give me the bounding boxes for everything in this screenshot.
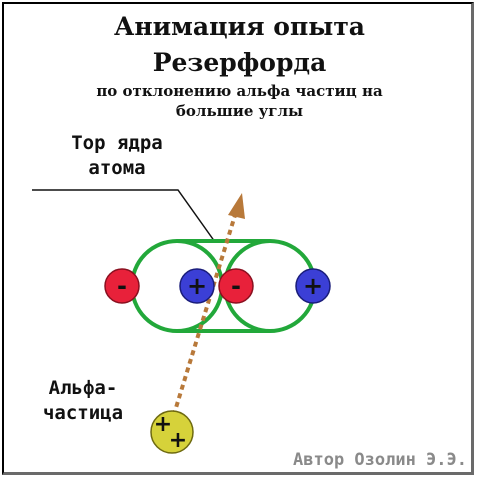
- positive-charge-left: +: [179, 268, 215, 304]
- negative-sign-left: -: [117, 272, 127, 300]
- alpha-trajectory: [169, 211, 238, 425]
- positive-charge-right: +: [295, 268, 331, 304]
- alpha-plus-top: +: [154, 412, 172, 437]
- alpha-label-line-2: частица: [42, 402, 124, 424]
- positive-sign-right: +: [303, 272, 323, 300]
- torus-label-line-2: атома: [88, 157, 146, 179]
- trajectory-arrowhead: [228, 193, 245, 219]
- alpha-label-line-1: Альфа-: [48, 377, 118, 399]
- alpha-particle-body: [150, 410, 194, 454]
- negative-sign-right: -: [231, 272, 241, 300]
- alpha-particle: + +: [150, 410, 194, 454]
- diagram-frame: [2, 2, 474, 475]
- negative-charge-right: -: [218, 268, 254, 304]
- torus-label-line-1: Тор ядра: [71, 132, 163, 154]
- subtitle-line-2: большие углы: [175, 102, 304, 120]
- torus-leader-line: [32, 189, 216, 243]
- positive-sign-left: +: [187, 272, 207, 300]
- title-line-1: Анимация опыта: [113, 12, 366, 41]
- subtitle-line-1: по отклонению альфа частиц на: [96, 82, 383, 100]
- title-line-2: Резерфорда: [152, 48, 327, 77]
- negative-charge-left: -: [104, 268, 140, 304]
- alpha-label: Альфа- частица: [28, 376, 138, 426]
- torus-label: Тор ядра атома: [42, 131, 192, 181]
- alpha-plus-bottom: +: [169, 428, 187, 453]
- author-credit: Автор Озолин Э.Э.: [293, 450, 467, 470]
